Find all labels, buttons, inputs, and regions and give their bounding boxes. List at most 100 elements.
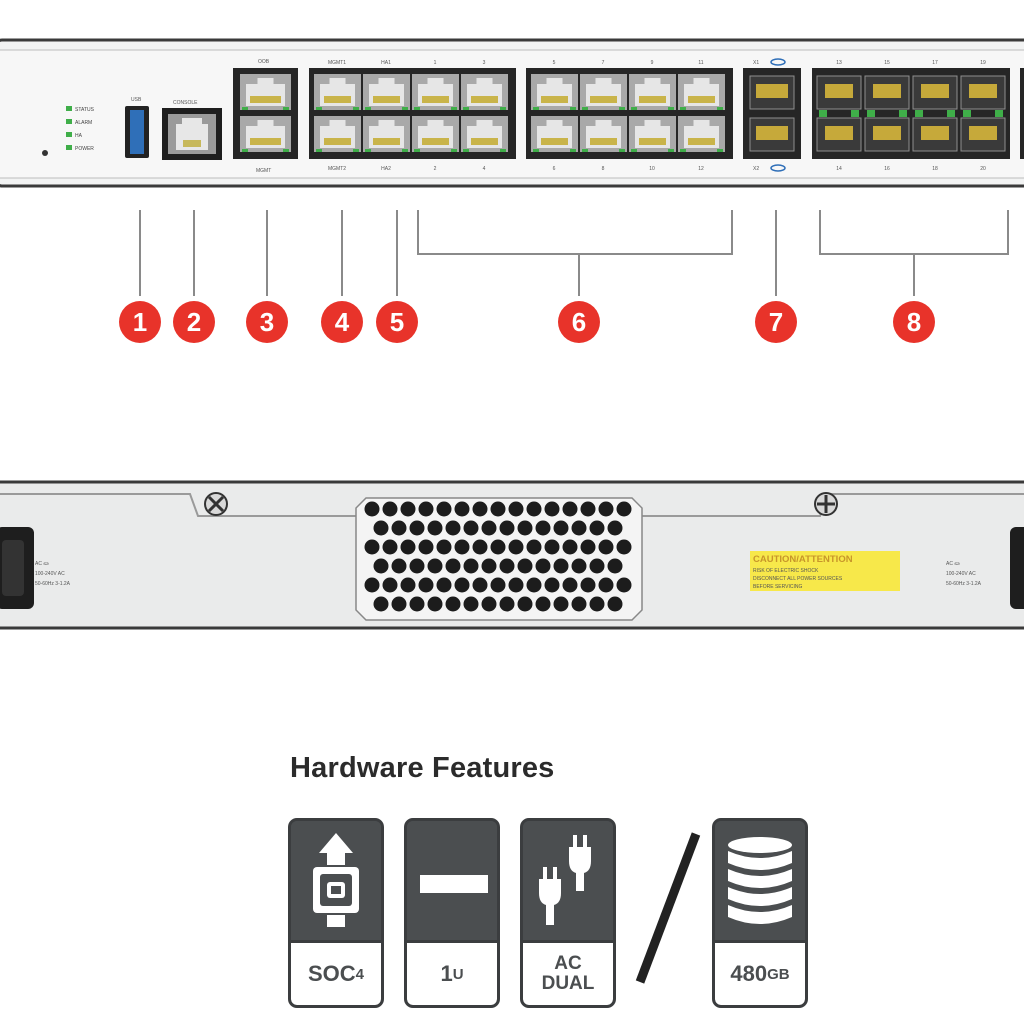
callout-number: 6 bbox=[572, 307, 586, 337]
callout-marker-2: 2 bbox=[173, 301, 215, 343]
badge-rack-label: 1 bbox=[440, 961, 453, 986]
sfp-port bbox=[960, 117, 1006, 152]
sfp-label-top: 17 bbox=[932, 60, 938, 66]
rj45-port bbox=[314, 74, 361, 110]
rj45-port bbox=[678, 74, 725, 110]
sfp-port bbox=[960, 75, 1006, 110]
sfp-led bbox=[915, 110, 955, 117]
callout-number: 7 bbox=[769, 307, 783, 337]
status-leds: STATUS ALARM HA POWER bbox=[42, 106, 95, 156]
power-label-right-1: AC ≤≥ bbox=[946, 561, 960, 567]
sfp-led bbox=[963, 110, 1003, 117]
rj45-port bbox=[678, 116, 725, 152]
callout-marker-6: 6 bbox=[558, 301, 600, 343]
port-label-bottom: 12 bbox=[698, 166, 704, 172]
rj45-port bbox=[580, 74, 627, 110]
port-label-top: 11 bbox=[698, 60, 703, 66]
rj45-port bbox=[531, 74, 578, 110]
chip-icon bbox=[313, 833, 359, 927]
caution-title: CAUTION/ATTENTION bbox=[753, 554, 853, 565]
rj45-port bbox=[629, 116, 676, 152]
callout-marker-5: 5 bbox=[376, 301, 418, 343]
sfp-port bbox=[816, 117, 862, 152]
port-label-bottom: MGMT2 bbox=[328, 166, 346, 172]
callout-number: 2 bbox=[187, 307, 201, 337]
front-panel: STATUS ALARM HA POWER USB CONSOLE OOB MG… bbox=[0, 38, 1024, 188]
badge-rack-sub: U bbox=[452, 965, 464, 983]
led-label-status: STATUS bbox=[75, 107, 95, 113]
sfp-label-top: 19 bbox=[980, 60, 986, 66]
power-label-left-2: 100-240V AC bbox=[35, 571, 65, 577]
power-label-right-2: 100-240V AC bbox=[946, 571, 976, 577]
rj45-port bbox=[240, 74, 291, 110]
rj45-port bbox=[461, 74, 508, 110]
sfp-label-top: 13 bbox=[836, 60, 842, 66]
sfp-label-top: 15 bbox=[884, 60, 890, 66]
disk-stack-icon bbox=[728, 837, 792, 924]
port-label-bottom: 6 bbox=[553, 166, 556, 172]
badge-power-sub: DUAL bbox=[541, 973, 595, 994]
badge-power-label: AC bbox=[554, 953, 582, 974]
sfp-led bbox=[867, 110, 907, 117]
port-label-top: 7 bbox=[602, 60, 605, 66]
rj45-port bbox=[629, 74, 676, 110]
sfp-label-bottom: 14 bbox=[836, 166, 842, 172]
sfp-port bbox=[864, 75, 910, 110]
port-label-bottom: 2 bbox=[434, 166, 437, 172]
callout-marker-8: 8 bbox=[893, 301, 935, 343]
port-label-top: 5 bbox=[553, 60, 556, 66]
sfp-led bbox=[819, 110, 859, 117]
port-label-bottom: 8 bbox=[602, 166, 605, 172]
port-label-top: 9 bbox=[651, 60, 654, 66]
rj45-port bbox=[412, 74, 459, 110]
badge-soc-label: SOC bbox=[307, 961, 356, 986]
port-label-top: 1 bbox=[434, 60, 437, 66]
x2-label: X2 bbox=[753, 166, 759, 172]
power-label-left-1: AC ≤≥ bbox=[35, 561, 49, 567]
callout-lines bbox=[139, 210, 1009, 296]
sfp-port bbox=[816, 75, 862, 110]
sfp-label-bottom: 20 bbox=[980, 166, 986, 172]
power-label-left-3: 50-60Hz 3-1.2A bbox=[35, 581, 71, 587]
screw-icon bbox=[814, 492, 838, 516]
console-port: CONSOLE bbox=[162, 100, 222, 160]
mgmt-label: MGMT bbox=[256, 168, 271, 174]
power-label-right-3: 50-60Hz 3-1.2A bbox=[946, 581, 982, 587]
x1-label: X1 bbox=[753, 60, 759, 66]
callout-number: 3 bbox=[260, 307, 274, 337]
console-label: CONSOLE bbox=[173, 100, 198, 106]
rj45-port bbox=[363, 116, 410, 152]
hardware-features-title: Hardware Features bbox=[290, 752, 555, 784]
led-label-alarm: ALARM bbox=[75, 120, 92, 126]
badge-soc-sub: 4 bbox=[355, 965, 365, 983]
sfp-port bbox=[912, 117, 958, 152]
rj45-port bbox=[240, 116, 291, 152]
rj45-port bbox=[314, 116, 361, 152]
badge-storage-sub: GB bbox=[767, 965, 790, 983]
badge-storage-label: 480 bbox=[730, 961, 768, 986]
sfp-label-bottom: 18 bbox=[932, 166, 938, 172]
caution-line-2: DISCONNECT ALL POWER SOURCES bbox=[753, 576, 843, 582]
port-label-bottom: 4 bbox=[483, 166, 486, 172]
rear-panel: AC ≤≥ 100-240V AC 50-60Hz 3-1.2A CAUTION… bbox=[0, 480, 1024, 630]
callout-marker-1: 1 bbox=[119, 301, 161, 343]
rj45-port bbox=[363, 74, 410, 110]
sfp-port bbox=[912, 75, 958, 110]
callout-number: 4 bbox=[335, 307, 350, 337]
rj45-port bbox=[412, 116, 459, 152]
power-inlet-right: AC ≤≥ 100-240V AC 50-60Hz 3-1.2A bbox=[946, 527, 1024, 609]
slash-divider bbox=[635, 832, 701, 984]
rj45-port bbox=[531, 116, 578, 152]
led-label-power: POWER bbox=[75, 146, 94, 152]
oob-label: OOB bbox=[258, 59, 270, 65]
rj45-port bbox=[580, 116, 627, 152]
dual-plug-icon bbox=[539, 835, 591, 925]
power-inlet-left: AC ≤≥ 100-240V AC 50-60Hz 3-1.2A bbox=[0, 527, 71, 609]
caution-line-3: BEFORE SERVICING bbox=[753, 584, 802, 590]
usb-port: USB bbox=[125, 97, 149, 158]
